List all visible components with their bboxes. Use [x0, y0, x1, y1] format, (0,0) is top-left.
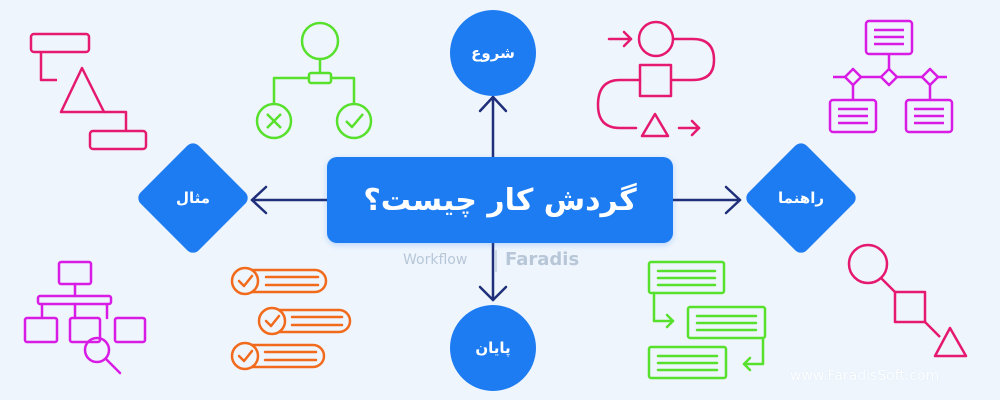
steps-green-icon [647, 260, 767, 380]
arrow-right-head [724, 185, 742, 215]
watermark-workflow: Workflow [403, 252, 468, 268]
watermark-separator [495, 250, 497, 272]
center-title: گردش کار چیست؟ [363, 182, 637, 218]
node-end-label: پایان [475, 339, 511, 357]
process-flow-magenta-icon [596, 20, 716, 138]
node-start-label: شروع [471, 44, 515, 62]
hierarchy-search-purple-icon [23, 260, 147, 375]
center-title-box: گردش کار چیست؟ [327, 157, 673, 243]
node-guide-label: راهنما [778, 189, 824, 207]
shapes-diagonal-magenta-icon [847, 243, 968, 358]
arrow-up-head [478, 95, 508, 113]
flowchart-magenta-icon [29, 32, 148, 151]
watermark-faradis: Faradis [505, 249, 580, 270]
checklist-orange-icon [230, 266, 352, 371]
decision-tree-green-icon [255, 21, 373, 140]
org-chart-diamonds-purple-icon [828, 19, 954, 134]
arrow-down-head [478, 285, 508, 302]
arrow-left-head [250, 185, 268, 215]
node-example-label: مثال [175, 189, 211, 207]
node-end[interactable]: پایان [450, 305, 536, 391]
node-start[interactable]: شروع [450, 10, 536, 96]
website-url: www.FaradisSoft.com [790, 368, 940, 384]
